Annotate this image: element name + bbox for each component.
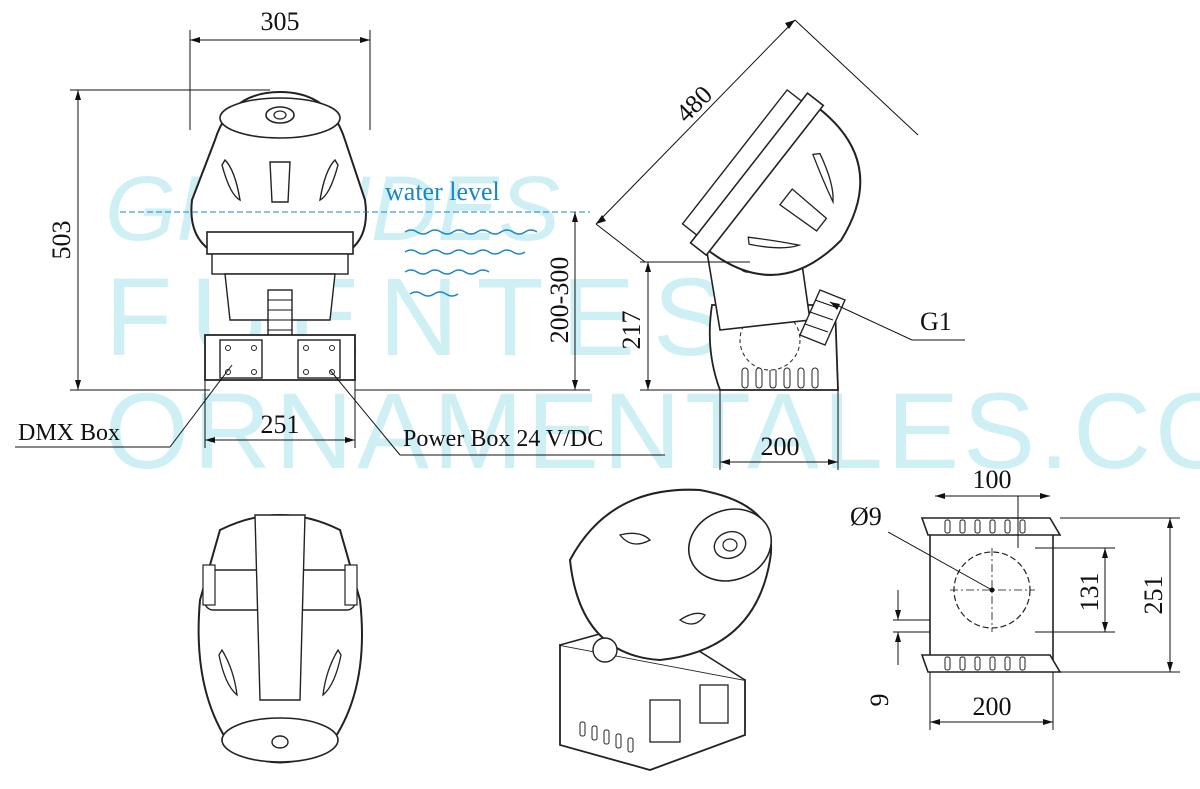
plate-slot-label: 131	[1075, 573, 1104, 612]
hole-diameter-label: Ø9	[850, 502, 882, 531]
side-height-label: 217	[617, 311, 646, 350]
plate-top-width-label: 100	[973, 465, 1012, 494]
side-base-width-label: 200	[761, 432, 800, 461]
front-view: 305 503 water level 200-300 251 DMX Box	[15, 7, 665, 456]
front-width-label: 305	[261, 7, 300, 36]
water-level-label: water level	[385, 177, 500, 206]
top-view	[197, 514, 363, 764]
front-height-label: 503	[47, 221, 76, 260]
side-length-label: 480	[670, 80, 718, 128]
thread-label: G1	[920, 307, 952, 336]
watermark: GRANDES FUENTES ORNAMENTALES.COM	[105, 158, 1200, 491]
front-base-width-label: 251	[261, 410, 300, 439]
dmx-box-label: DMX Box	[18, 420, 120, 446]
isometric-view	[559, 488, 773, 771]
plate-depth-label: 251	[1139, 576, 1168, 615]
power-box-label: Power Box 24 V/DC	[403, 426, 603, 452]
base-plate-view: Ø9 100 131 251 9 200	[850, 465, 1180, 730]
side-view: 480 217 G1 200	[595, 19, 965, 470]
water-depth-label: 200-300	[545, 257, 574, 344]
plate-offset-label: 9	[865, 694, 894, 707]
plate-bottom-width-label: 200	[973, 692, 1012, 721]
